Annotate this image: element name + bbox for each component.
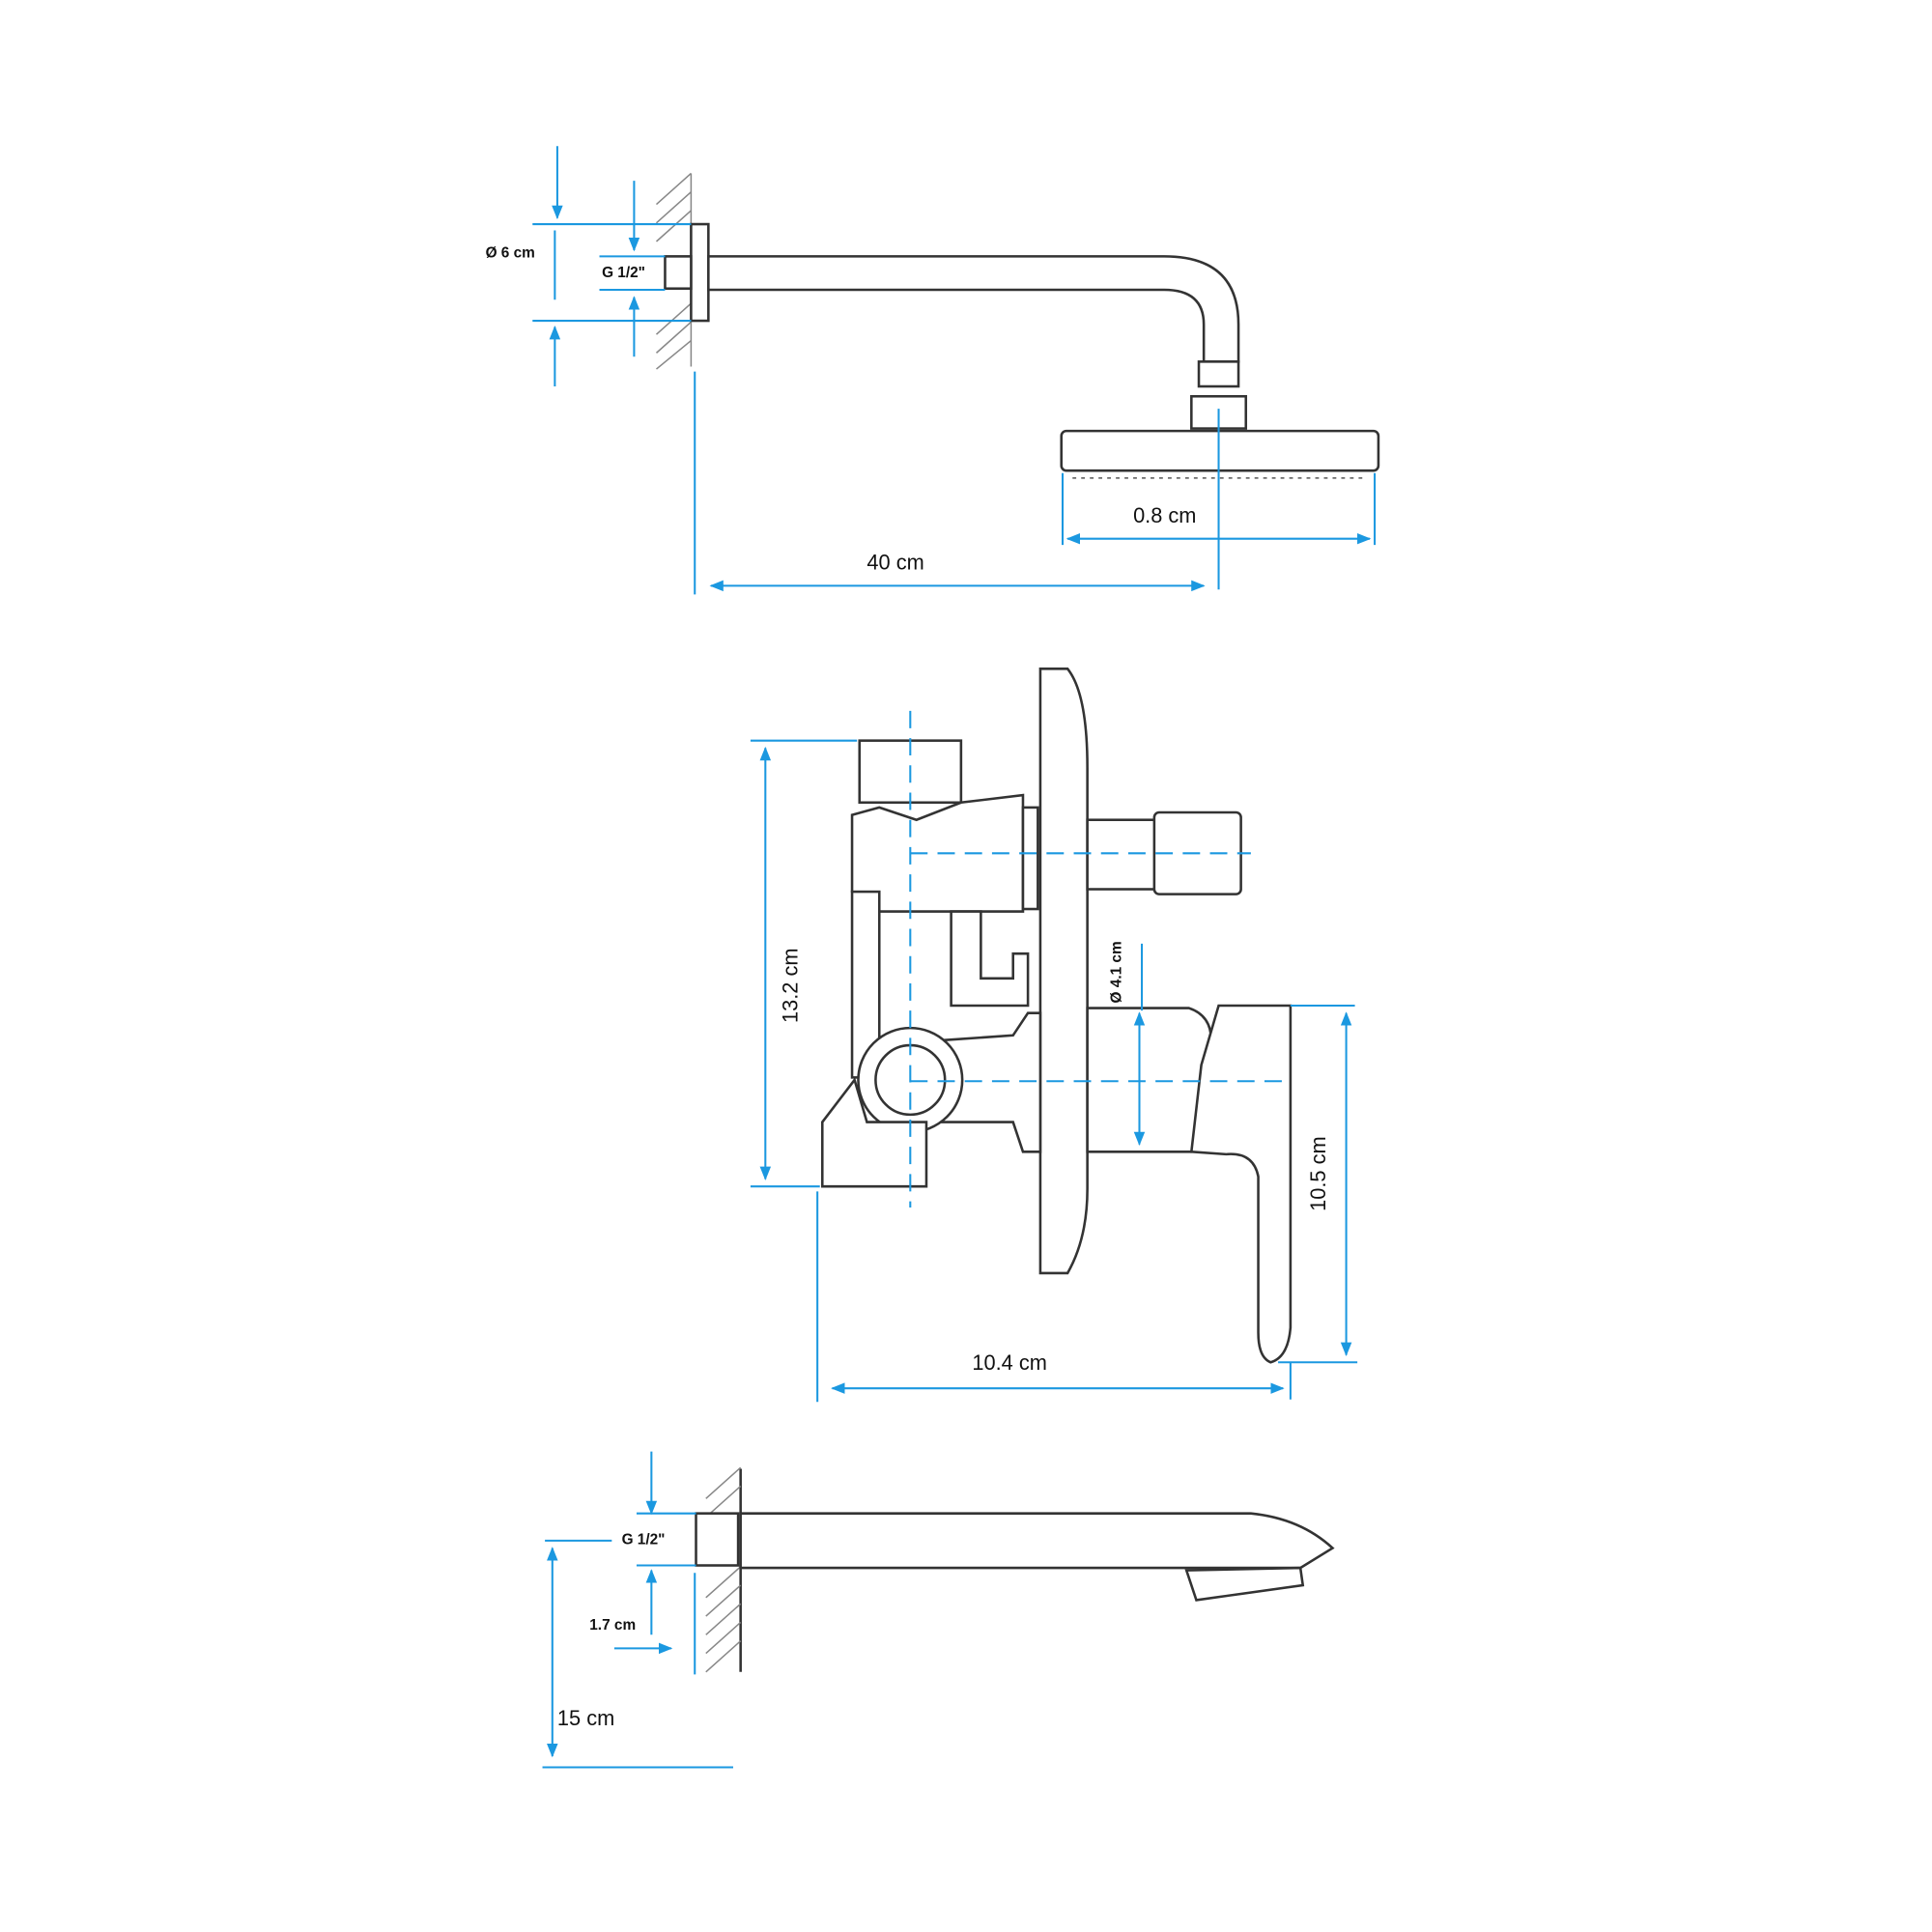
cover-plate [1038,668,1089,1275]
diverter-shaft [1086,818,1161,891]
arm-thread-label: G 1/2" [602,265,645,281]
spout-body [739,1512,1335,1570]
spout-offset-label: 1.7 cm [589,1617,636,1634]
body-height-label: 13.2 cm [779,948,803,1022]
handle-height-label: 10.5 cm [1306,1136,1330,1210]
mixer-drawing: 13.2 cm Ø 4.1 cm 10.5 cm 10.4 cm [750,668,1358,1403]
spout-length-label: 15 cm [557,1706,614,1730]
spout-thread [695,1512,740,1567]
lever-handle [1189,1004,1293,1364]
arm-length-label: 40 cm [867,551,923,575]
arm-pipe [707,255,1240,363]
depth-label: 10.4 cm [972,1350,1046,1375]
flange-diameter-label: Ø 6 cm [486,245,535,262]
diverter-nut [1021,806,1039,911]
diverter-stem [950,910,1030,1008]
spout-thread-label: G 1/2" [622,1532,666,1548]
bottom-inlet [821,1077,928,1188]
wall-flange [690,222,710,323]
spout-drawing: G 1/2" 1.7 cm 15 cm [542,1451,1335,1769]
head-dimension-label: 0.8 cm [1133,503,1196,527]
swivel-joint [1197,360,1240,388]
handle-diameter-label: Ø 4.1 cm [1108,941,1124,1003]
spout-aerator [1184,1566,1305,1602]
thread-connector [664,255,693,291]
shower-arm-drawing: Ø 6 cm G 1/2" 0.8 cm 40 cm [486,146,1380,595]
cartridge-housing [940,1011,1042,1153]
shower-head [1060,429,1380,472]
